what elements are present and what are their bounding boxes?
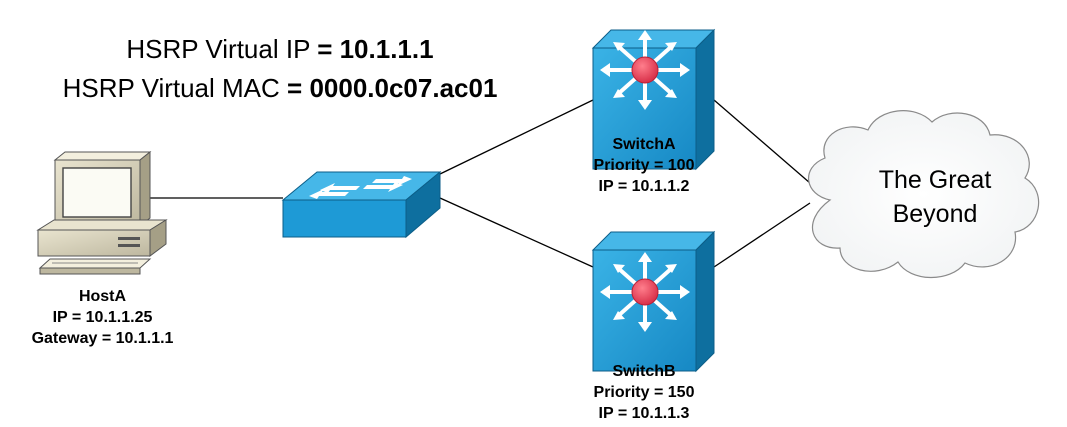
- switch-b-label: SwitchB Priority = 150 IP = 10.1.1.3: [564, 361, 724, 424]
- hsrp-vmac-label: HSRP Virtual MAC: [62, 73, 280, 103]
- cloud-icon: [807, 110, 1040, 279]
- host-a-gateway: Gateway = 10.1.1.1: [31, 330, 174, 347]
- hsrp-virtual-ip-line: HSRP Virtual IP = 10.1.1.1: [30, 34, 530, 65]
- switch-b-name: SwitchB: [612, 363, 676, 380]
- hsrp-vmac-value: = 0000.0c07.ac01: [287, 73, 498, 103]
- switch-a-priority: Priority = 100: [593, 157, 695, 174]
- switch-a-label: SwitchA Priority = 100 IP = 10.1.1.2: [564, 134, 724, 197]
- cloud-label-line2: Beyond: [892, 200, 978, 228]
- links: [150, 99, 811, 268]
- hsrp-virtual-mac-line: HSRP Virtual MAC = 0000.0c07.ac01: [30, 73, 530, 104]
- cloud-label: The Great Beyond: [840, 163, 1030, 231]
- cloud-label-line1: The Great: [878, 166, 992, 194]
- host-a-name: HostA: [78, 288, 127, 305]
- host-a-ip: IP = 10.1.1.25: [52, 309, 153, 326]
- link-switch-b-cloud: [713, 202, 811, 268]
- switch-a-ip: IP = 10.1.1.2: [598, 178, 690, 195]
- switch-a-name: SwitchA: [612, 136, 676, 153]
- workgroup-switch-icon: [281, 170, 442, 239]
- switch-b-ip: IP = 10.1.1.3: [598, 405, 690, 422]
- link-hub-switch-a: [439, 99, 594, 175]
- host-a-label: HostA IP = 10.1.1.25 Gateway = 10.1.1.1: [0, 286, 205, 349]
- link-switch-a-cloud: [713, 99, 811, 184]
- workstation-icon: [36, 150, 168, 275]
- hsrp-vip-value: = 10.1.1.1: [317, 34, 434, 64]
- switch-b-priority: Priority = 150: [593, 384, 695, 401]
- hsrp-vip-label: HSRP Virtual IP: [126, 34, 310, 64]
- layer3-switch-a-icon: [591, 28, 716, 171]
- link-hub-switch-b: [439, 197, 594, 268]
- layer3-switch-b-icon: [591, 230, 716, 373]
